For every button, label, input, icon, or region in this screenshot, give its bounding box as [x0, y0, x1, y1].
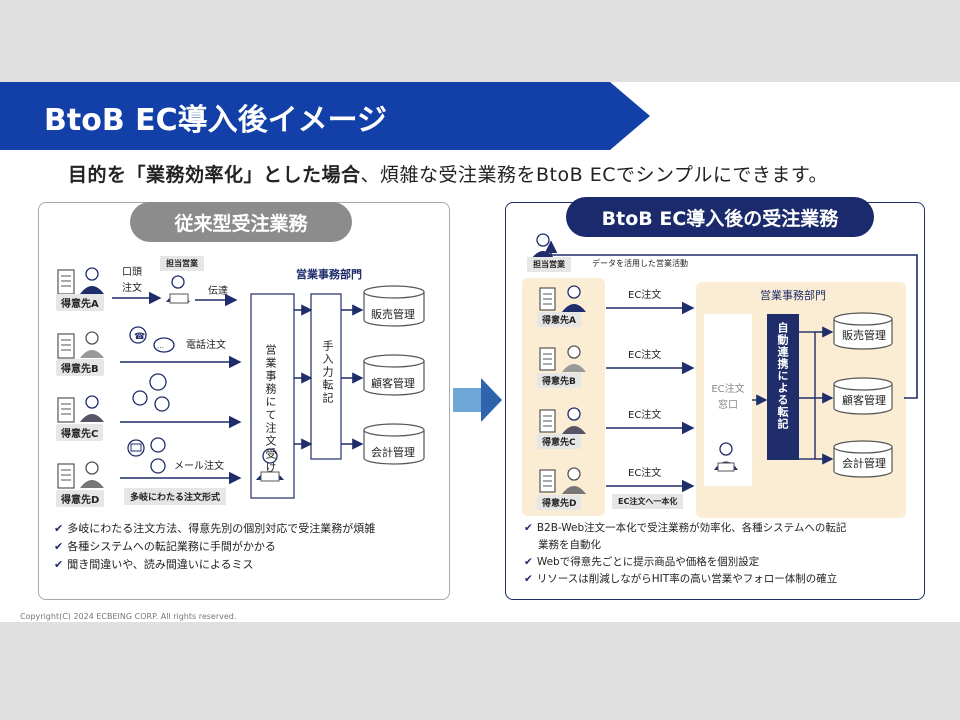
subtitle-rest: 、煩雑な受注業務をBtoB ECでシンプルにできます。: [360, 164, 829, 186]
unify-label: EC注文へ一本化: [612, 494, 684, 509]
database-icon: [363, 285, 425, 327]
database-icon: [833, 440, 893, 478]
slide: BtoB EC導入後イメージ 目的を「業務効率化」とした場合、煩雑な受注業務をB…: [0, 82, 960, 622]
person-icon: [562, 285, 586, 312]
mail-order-label: メール注文: [174, 461, 224, 472]
person-icon: [562, 407, 586, 434]
right-customer-c-label: 得意先C: [537, 434, 581, 449]
person-icon: [80, 395, 104, 422]
bullet-item: ✔各種システムへの転記業務に手間がかかる: [54, 540, 276, 553]
sales-rep-label: 担当営業: [160, 256, 204, 271]
right-sales-mgmt-label: 販売管理: [842, 329, 886, 342]
person-icon: [80, 461, 104, 488]
receive-label: 営業事務にて注文受け: [264, 344, 277, 474]
chat-bubble-icon: …: [153, 337, 175, 353]
mail-icon: [127, 437, 166, 474]
oral-order-label: 口頭 注文: [122, 267, 142, 294]
sales-rep-icon: [166, 275, 190, 304]
left-dept-label: 営業事務部門: [296, 268, 362, 281]
phone-order-label: 電話注文: [186, 340, 226, 351]
right-sales-rep-label: 担当営業: [527, 257, 571, 272]
building-icon: [539, 287, 556, 311]
ec-order-label-a: EC注文: [628, 290, 662, 301]
check-icon: ✔: [54, 558, 64, 571]
manual-entry-label: 手入力転記: [321, 340, 334, 405]
data-note-label: データを活用した営業活動: [592, 259, 688, 268]
right-customer-d-label: 得意先D: [537, 495, 582, 510]
ec-order-label-c: EC注文: [628, 410, 662, 421]
building-icon: [539, 469, 556, 493]
person-icon: [562, 467, 586, 494]
phone-bubble-icon: ☎: [129, 326, 147, 344]
database-icon: [833, 377, 893, 415]
operator-icon: [714, 442, 738, 472]
receive-box: [250, 293, 295, 499]
auto-transfer-box: [767, 314, 799, 460]
customers-bg: [522, 278, 605, 516]
customer-a-label: 得意先A: [56, 294, 104, 311]
legacy-bullets: ✔多岐にわたる注文方法、得意先別の個別対応で受注業務が煩雑 ✔各種システムへの転…: [54, 520, 375, 574]
building-icon: [57, 463, 75, 489]
customer-c-label: 得意先C: [56, 424, 104, 441]
bullet-item: ✔聞き間違いや、読み間違いによるミス: [54, 558, 254, 571]
accounting-mgmt-label: 会計管理: [371, 446, 415, 459]
title-banner: BtoB EC導入後イメージ: [0, 82, 650, 150]
customer-mgmt-label: 顧客管理: [371, 377, 415, 390]
operator-icon: [256, 448, 284, 482]
building-icon: [539, 347, 556, 371]
check-icon: ✔: [54, 522, 64, 535]
customer-b-label: 得意先B: [56, 359, 104, 376]
database-icon: [363, 423, 425, 465]
svg-text:☎: ☎: [134, 332, 145, 342]
person-icon: [80, 331, 104, 358]
customer-d-label: 得意先D: [56, 490, 105, 507]
building-icon: [539, 409, 556, 433]
check-icon: ✔: [524, 573, 533, 585]
ec-title: BtoB EC導入後の受注業務: [566, 197, 874, 237]
building-icon: [57, 397, 75, 423]
database-icon: [363, 354, 425, 396]
check-icon: ✔: [54, 540, 64, 553]
ec-order-label-b: EC注文: [628, 350, 662, 361]
auto-transfer-label: 自動連携による転記: [776, 322, 789, 430]
legacy-title: 従来型受注業務: [130, 202, 352, 242]
right-dept-label: 営業事務部門: [760, 289, 826, 302]
bullet-item: ✔Webで得意先ごとに提示商品や価格を個別設定: [524, 556, 760, 568]
sales-mgmt-label: 販売管理: [371, 308, 415, 321]
database-icon: [833, 312, 893, 350]
bullet-item: ✔B2B-Web注文一本化で受注業務が効率化、各種システムへの転記: [524, 522, 847, 534]
bullet-item: ✔多岐にわたる注文方法、得意先別の個別対応で受注業務が煩雑: [54, 522, 376, 535]
bullet-item: ✔リソースは削減しながらHIT率の高い営業やフォロー体制の確立: [524, 573, 838, 585]
right-customer-mgmt-label: 顧客管理: [842, 394, 886, 407]
check-icon: ✔: [524, 522, 533, 534]
building-icon: [57, 269, 75, 295]
sales-rep-icon: [532, 233, 554, 258]
subtitle: 目的を「業務効率化」とした場合、煩雑な受注業務をBtoB ECでシンプルにできま…: [68, 160, 828, 187]
person-icon: [562, 345, 586, 372]
subtitle-emphasis: 目的を「業務効率化」とした場合: [68, 164, 361, 186]
ec-window-label: EC注文 窓口: [711, 384, 745, 411]
right-customer-b-label: 得意先B: [537, 373, 581, 388]
multi-format-label: 多岐にわたる注文形式: [124, 488, 227, 505]
building-icon: [57, 333, 75, 359]
right-accounting-mgmt-label: 会計管理: [842, 457, 886, 470]
copyright: Copyright(C) 2024 ECBEING CORP. All righ…: [20, 612, 237, 621]
fax-icon: [132, 373, 170, 412]
right-customer-a-label: 得意先A: [537, 312, 581, 327]
svg-text:…: …: [157, 342, 164, 350]
page-title: BtoB EC導入後イメージ: [44, 103, 388, 138]
ec-window-box: [704, 314, 752, 486]
diagram-svg: ☎ …: [57, 233, 918, 518]
relay-label: 伝達: [208, 286, 228, 297]
big-arrow-icon: [453, 378, 502, 422]
ec-bullets: ✔B2B-Web注文一本化で受注業務が効率化、各種システムへの転記 業務を自動化…: [524, 520, 846, 588]
ec-order-label-d: EC注文: [628, 468, 662, 479]
check-icon: ✔: [524, 556, 533, 568]
person-icon: [80, 267, 104, 294]
bullet-item-continued: 業務を自動化: [538, 539, 601, 551]
